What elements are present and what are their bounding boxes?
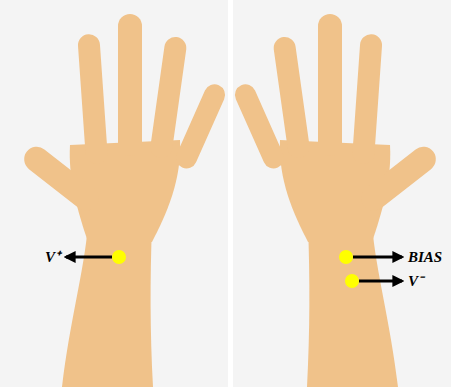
signal-label: V⁻ [408, 273, 423, 290]
electrode-dot [345, 274, 359, 288]
signal-label: V⁺ [45, 249, 60, 266]
electrode-dot [339, 250, 353, 264]
signal-label: BIAS [408, 249, 442, 266]
right-hand [232, 14, 441, 387]
left-hand [19, 14, 228, 387]
leader-arrow [359, 280, 402, 283]
electrode-dot [112, 250, 126, 264]
leader-arrow [66, 256, 112, 259]
leader-arrow [353, 256, 402, 259]
left-panel [0, 0, 228, 387]
